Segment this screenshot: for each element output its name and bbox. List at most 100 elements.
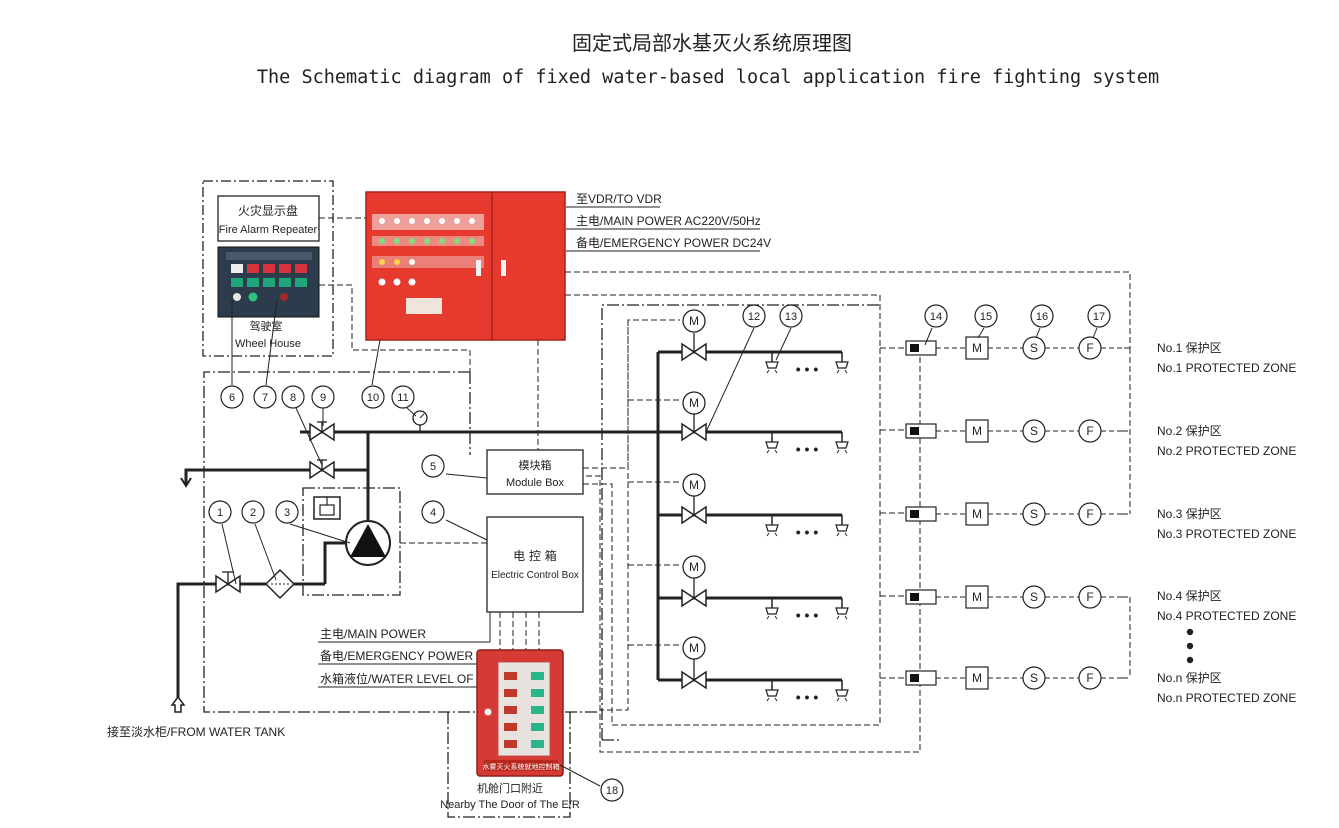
detector-letters: M S F M S F M S F M S F M S F xyxy=(972,341,1094,685)
motor-detector-letter: M xyxy=(972,424,982,438)
callout-12: 12 xyxy=(748,311,760,323)
control-emergency-power-label: 备电/EMERGENCY POWER DC24V xyxy=(320,649,515,663)
nozzle-icon xyxy=(765,514,779,537)
zone-detector-row-3 xyxy=(905,502,1122,526)
callout-4: 4 xyxy=(430,507,436,519)
callout-17: 17 xyxy=(1093,311,1105,323)
module-box-cn: 模块箱 xyxy=(519,458,552,472)
inlet-valve-icon xyxy=(215,571,241,593)
motor-detector-letter: M xyxy=(972,590,982,604)
motor-label: M xyxy=(689,641,699,655)
nozzle-ellipsis: • • • xyxy=(796,361,819,377)
flame-detector-letter: F xyxy=(1086,590,1093,604)
nozzle-icon xyxy=(835,514,849,537)
drain-valve-icon xyxy=(309,421,335,441)
section-valve-icon xyxy=(681,309,707,361)
flame-detector-letter: F xyxy=(1086,671,1093,685)
strainer-icon xyxy=(264,568,296,600)
module-box: 模块箱 Module Box xyxy=(486,449,584,495)
zone-4-en: No.4 PROTECTED ZONE xyxy=(1157,609,1296,623)
nozzle-icon xyxy=(835,351,849,374)
motor-detector-letter: M xyxy=(972,671,982,685)
wheelhouse-area: 火灾显示盘 Fire Alarm Repeater 驾驶室 Wheel Hous… xyxy=(202,180,334,357)
callout-3: 3 xyxy=(284,507,290,519)
flame-detector-letter: F xyxy=(1086,424,1093,438)
callout-numbers: 1 2 3 4 5 6 7 8 9 10 11 12 13 14 15 16 1… xyxy=(217,311,1105,797)
zone-4-cn: No.4 保护区 xyxy=(1157,589,1222,603)
callout-11: 11 xyxy=(397,392,408,404)
local-panel-location-cn: 机舱门口附近 xyxy=(477,781,543,795)
nozzle-ellipses: • • • • • • • • • • • • • • • xyxy=(796,361,819,705)
pressure-switch-icon xyxy=(313,496,341,520)
callout-1: 1 xyxy=(217,507,223,519)
motor-detector-letter: M xyxy=(972,341,982,355)
test-valve-icon xyxy=(309,459,335,479)
title-english: The Schematic diagram of fixed water-bas… xyxy=(257,67,1159,88)
water-inlet-arrow-icon xyxy=(170,695,186,713)
smoke-detector-letter: S xyxy=(1030,341,1038,355)
local-control-panel xyxy=(476,649,564,777)
cabinet-power-labels: 至VDR/TO VDR 主电/MAIN POWER AC220V/50Hz 备电… xyxy=(566,192,771,252)
zone-detector-row-4 xyxy=(905,585,1122,609)
callout-16: 16 xyxy=(1036,311,1048,323)
smoke-detector-letter: S xyxy=(1030,507,1038,521)
zone-n-cn: No.n 保护区 xyxy=(1157,671,1222,685)
zone-1-cn: No.1 保护区 xyxy=(1157,341,1222,355)
motor-labels: M M M M M xyxy=(689,314,699,655)
callouts xyxy=(208,304,1111,802)
electric-control-box: 电 控 箱 Electric Control Box xyxy=(486,516,584,613)
pump-icon xyxy=(345,520,391,566)
zone-continuation-marker xyxy=(1186,628,1194,664)
smoke-detector-letter: S xyxy=(1030,590,1038,604)
zone-3-cn: No.3 保护区 xyxy=(1157,507,1222,521)
callout-18: 18 xyxy=(606,785,618,797)
zone-3-en: No.3 PROTECTED ZONE xyxy=(1157,527,1296,541)
callout-8: 8 xyxy=(290,392,296,404)
zone-1-en: No.1 PROTECTED ZONE xyxy=(1157,361,1296,375)
zone-detector-row-n xyxy=(905,666,1122,690)
motor-label: M xyxy=(689,396,699,410)
motor-label: M xyxy=(689,560,699,574)
motor-label: M xyxy=(689,314,699,328)
fire-alarm-repeater-en: Fire Alarm Repeater xyxy=(219,224,318,236)
callout-13: 13 xyxy=(785,311,797,323)
wheelhouse-en: Wheel House xyxy=(235,338,301,350)
control-box-power-labels: 主电/MAIN POWER 备电/EMERGENCY POWER DC24V 水… xyxy=(320,627,515,686)
callout-10: 10 xyxy=(367,392,379,404)
section-valve-icon xyxy=(681,391,707,441)
tank-level-label: 水箱液位/WATER LEVEL OF TANK xyxy=(320,671,508,686)
fire-alarm-repeater-cn: 火灾显示盘 xyxy=(238,203,298,218)
section-valve-icon xyxy=(681,636,707,689)
fire-alarm-repeater-panel xyxy=(217,246,320,318)
cabinet-main-power-label: 主电/MAIN POWER AC220V/50Hz xyxy=(576,214,761,228)
nozzle-icon xyxy=(765,431,779,454)
control-box-cn: 电 控 箱 xyxy=(513,548,557,563)
flame-detector-letter: F xyxy=(1086,341,1093,355)
title-chinese: 固定式局部水基灭火系统原理图 xyxy=(572,31,852,55)
nozzle-icon xyxy=(835,679,849,702)
motor-label: M xyxy=(689,478,699,492)
nozzle-icon xyxy=(765,597,779,620)
local-panel-location-en: Nearby The Door of The E/R xyxy=(440,799,580,811)
zone-n-en: No.n PROTECTED ZONE xyxy=(1157,691,1296,705)
callout-2: 2 xyxy=(250,507,256,519)
callout-5: 5 xyxy=(430,461,436,473)
water-tank-label: 接至淡水柜/FROM WATER TANK xyxy=(107,724,285,739)
zone-labels: No.1 保护区 No.1 PROTECTED ZONE No.2 保护区 No… xyxy=(1157,341,1296,705)
control-box-en: Electric Control Box xyxy=(491,570,579,581)
fire-control-cabinet xyxy=(365,191,566,341)
zone-2-cn: No.2 保护区 xyxy=(1157,424,1222,438)
section-valves xyxy=(681,309,707,689)
callout-9: 9 xyxy=(320,392,326,404)
callout-14: 14 xyxy=(930,311,942,323)
nozzle-ellipsis: • • • xyxy=(796,441,819,457)
nozzle-icon xyxy=(835,597,849,620)
flame-detector-letter: F xyxy=(1086,507,1093,521)
control-main-power-label: 主电/MAIN POWER xyxy=(320,627,426,641)
module-box-en: Module Box xyxy=(506,477,565,489)
cabinet-emergency-power-label: 备电/EMERGENCY POWER DC24V xyxy=(576,236,771,250)
control-box-feed-lines xyxy=(318,612,491,688)
nozzle-ellipsis: • • • xyxy=(796,524,819,540)
callout-7: 7 xyxy=(262,392,268,404)
vdr-label: 至VDR/TO VDR xyxy=(576,192,662,206)
